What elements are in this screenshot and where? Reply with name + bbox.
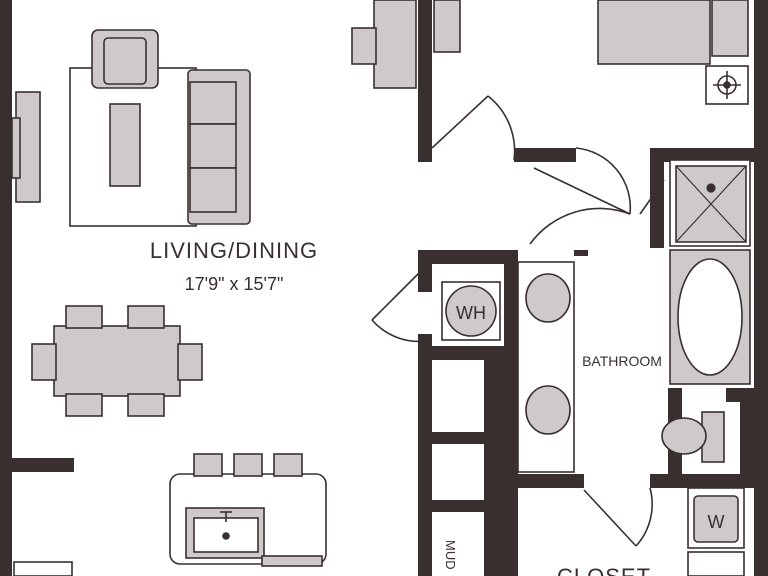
wall-stub — [418, 148, 432, 162]
dining-chair-top-right — [127, 305, 165, 329]
furniture — [11, 0, 751, 576]
bedroom-nightstand — [433, 0, 461, 53]
closet-wall-top — [650, 474, 768, 488]
wh-closet-wall-left-top — [418, 250, 432, 292]
shower-door — [639, 179, 665, 215]
bath-wall-top — [650, 148, 756, 162]
bedroom-desk — [373, 0, 417, 89]
sofa-cushion-1 — [189, 81, 237, 125]
wh-door-swing — [371, 319, 433, 343]
hall-door-swing — [529, 207, 631, 245]
mud-shelf-2 — [418, 500, 488, 512]
dining-chair-bottom-left — [65, 393, 103, 417]
central-wall-upper — [418, 0, 432, 162]
bar-stool-1 — [193, 453, 223, 477]
washer-label: W — [708, 512, 725, 532]
closet-wall-top-left — [504, 474, 584, 488]
right-exterior-wall — [754, 0, 768, 576]
water-heater-tank — [445, 285, 497, 337]
sofa-cushion-3 — [189, 167, 237, 213]
wh-door-leaf — [371, 259, 433, 321]
vanity-sink-2 — [525, 385, 571, 435]
dryer-box — [687, 551, 745, 576]
island-counter-edge — [261, 555, 323, 567]
labels: LIVING/DINING 17'9" x 15'7" BATHROOM CLO… — [150, 238, 725, 576]
bathtub-basin — [677, 258, 743, 376]
wh-closet-wall-top — [418, 250, 518, 264]
closet-door-swing — [635, 487, 653, 547]
living-dining-label: LIVING/DINING — [150, 238, 318, 263]
bar-stool-2 — [233, 453, 263, 477]
kitchen-counter — [13, 561, 73, 576]
dining-chair-right — [177, 343, 203, 381]
bath-right-wall — [740, 388, 754, 478]
range-burner-icon — [713, 71, 741, 99]
shower-left-wall — [650, 148, 664, 248]
armchair-seat — [103, 37, 147, 85]
hall-wall-top — [514, 148, 576, 162]
closet-door-leaf — [583, 489, 637, 547]
tv — [11, 117, 21, 179]
dining-table — [53, 325, 181, 397]
mud-label: MUD — [443, 540, 458, 570]
bedroom-door-swing — [487, 95, 516, 161]
mud-wall-thick — [484, 346, 518, 576]
dining-chair-left — [31, 343, 57, 381]
bathroom-label: BATHROOM — [582, 353, 662, 369]
toilet-bowl — [661, 417, 707, 455]
bath-door-swing — [575, 147, 632, 215]
mud-shelf-1 — [418, 432, 488, 444]
bar-stool-3 — [273, 453, 303, 477]
shower-drain-icon — [675, 165, 747, 243]
sink-faucet-icon — [220, 511, 232, 540]
mud-wall-left — [418, 360, 432, 576]
vanity-wall-top — [574, 250, 588, 256]
bed — [597, 0, 711, 65]
sofa-cushion-2 — [189, 123, 237, 169]
bath-door-leaf — [533, 167, 631, 215]
closet-label: CLOSET — [557, 564, 651, 576]
dining-chair-bottom-right — [127, 393, 165, 417]
vanity-sink-1 — [525, 273, 571, 323]
kitchen-wall — [12, 458, 74, 472]
coffee-table — [109, 103, 141, 187]
dining-chair-top-left — [65, 305, 103, 329]
doors — [371, 95, 665, 547]
bedroom-door-leaf — [431, 95, 489, 149]
bed-nightstand — [711, 0, 749, 57]
left-exterior-wall — [0, 0, 12, 576]
desk-chair — [351, 27, 377, 65]
washer — [693, 495, 739, 543]
living-dining-dimensions: 17'9" x 15'7" — [185, 274, 284, 294]
water-heater-label: WH — [456, 303, 486, 323]
